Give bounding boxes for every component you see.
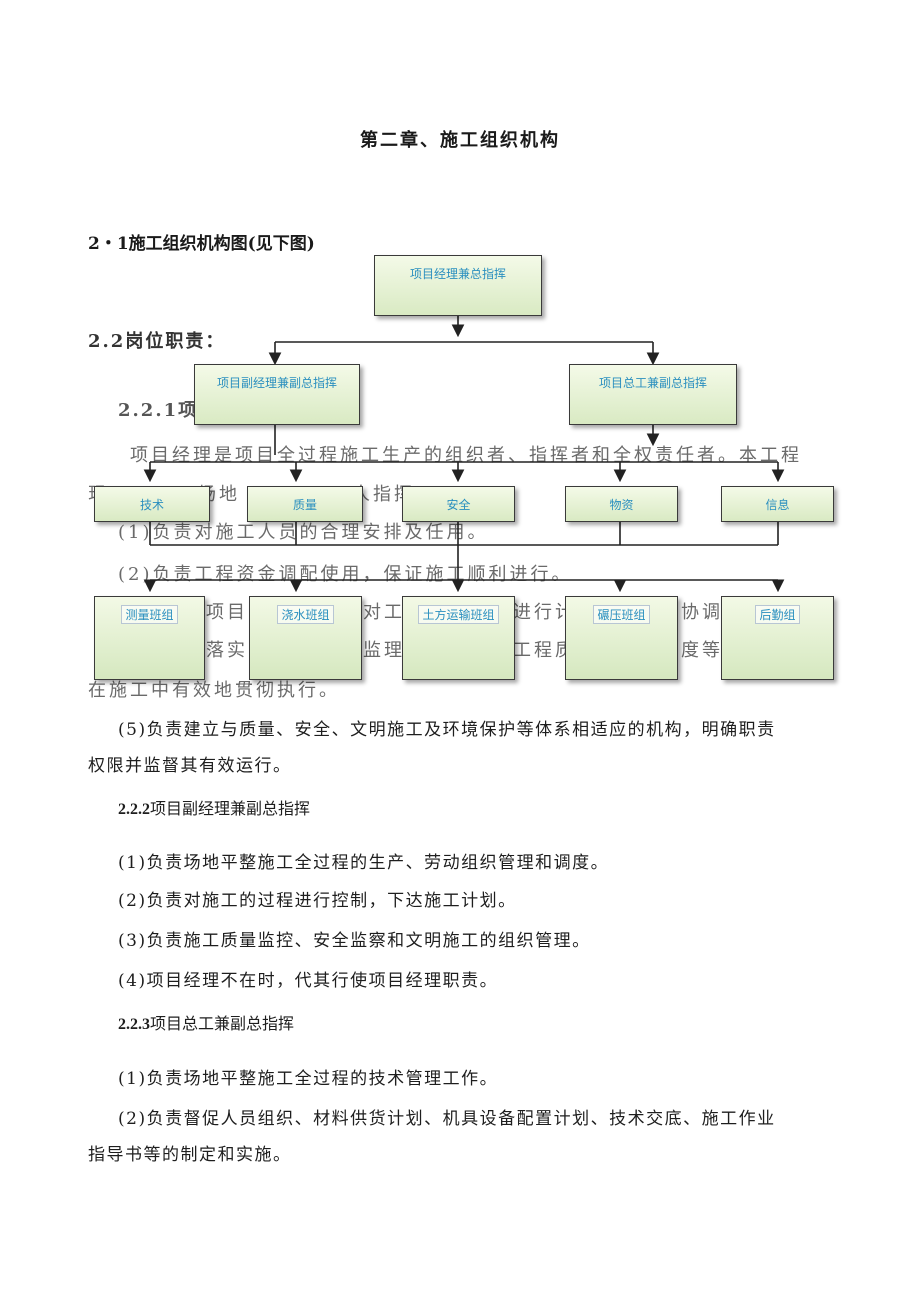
- section-222-heading: 2.2.2项目副经理兼副总指挥: [118, 795, 310, 819]
- org-box-label: 测量班组: [121, 605, 178, 624]
- section-223-title: 项目总工兼副总指挥: [150, 1014, 295, 1033]
- org-box-chief-engineer: 项目总工兼副总指挥: [569, 364, 737, 425]
- org-box-label: 项目副经理兼副总指挥: [216, 376, 337, 390]
- org-box-team-compaction: 碾压班组: [565, 596, 678, 680]
- org-box-label: 物资: [609, 498, 634, 512]
- item-221-4-d: 度等: [681, 640, 723, 661]
- item-223-2-line1: (2)负责督促人员组织、材料供货计划、机具设备配置计划、技术交底、施工作业: [118, 1109, 776, 1129]
- org-box-dept-materials: 物资: [565, 486, 678, 522]
- org-box-team-surveying: 测量班组: [94, 596, 205, 680]
- org-box-deputy-manager: 项目副经理兼副总指挥: [194, 364, 360, 425]
- item-223-2-line2: 指导书等的制定和实施。: [88, 1145, 292, 1165]
- chapter-title: 第二章、施工组织机构: [360, 130, 560, 151]
- org-box-label: 项目经理兼总指挥: [409, 267, 506, 281]
- org-box-label: 质量: [292, 498, 317, 512]
- org-box-label: 安全: [446, 498, 471, 512]
- org-box-label: 土方运输班组: [418, 605, 499, 624]
- org-box-label: 信息: [765, 498, 790, 512]
- item-221-3-a: 项目: [206, 602, 248, 623]
- org-box-dept-information: 信息: [721, 486, 834, 522]
- para-221-line2-c: 人指挥: [352, 484, 415, 505]
- para-221-line1: 项目经理是项目全过程施工生产的组织者、指挥者和全权责任者。本工程: [130, 445, 802, 466]
- section-duties-heading: 2.2岗位职责：: [88, 331, 226, 352]
- org-box-team-watering: 浇水班组: [249, 596, 362, 680]
- item-221-4-a: 落实: [206, 640, 248, 661]
- item-222-2: (2)负责对施工的过程进行控制，下达施工计划。: [118, 891, 517, 911]
- section-221-heading: 2.2.1项: [118, 400, 199, 421]
- org-box-dept-safety: 安全: [402, 486, 515, 522]
- item-222-1: (1)负责场地平整施工全过程的生产、劳动组织管理和调度。: [118, 853, 610, 873]
- org-box-dept-quality: 质量: [247, 486, 363, 522]
- section-223-number: 2.2.3: [118, 1016, 150, 1033]
- org-box-label: 碾压班组: [593, 605, 650, 624]
- org-box-team-logistics: 后勤组: [721, 596, 834, 680]
- section-org-chart-heading: 2・1施工组织机构图(见下图): [88, 234, 315, 254]
- item-221-3-c: 进行计: [513, 602, 576, 623]
- org-box-team-earth-transport: 土方运输班组: [402, 596, 515, 680]
- org-box-label: 项目总工兼副总指挥: [598, 376, 707, 390]
- org-box-label: 后勤组: [755, 605, 800, 624]
- section-222-number: 2.2.2: [118, 801, 150, 818]
- org-box-dept-technical: 技术: [94, 486, 210, 522]
- item-221-3-b: 对工: [363, 602, 405, 623]
- item-221-4-b: 监理: [363, 640, 405, 661]
- org-box-label: 技术: [139, 498, 164, 512]
- org-box-label: 浇水班组: [277, 605, 334, 624]
- item-221-5-line1: (5)负责建立与质量、安全、文明施工及环境保护等体系相适应的机构，明确职责: [118, 720, 776, 740]
- item-221-4-c: 工程质: [513, 640, 576, 661]
- section-223-heading: 2.2.3项目总工兼副总指挥: [118, 1010, 294, 1034]
- org-box-project-manager: 项目经理兼总指挥: [374, 255, 542, 316]
- item-222-3: (3)负责施工质量监控、安全监察和文明施工的组织管理。: [118, 931, 591, 951]
- item-221-4-end: 在施工中有效地贯彻执行。: [88, 680, 340, 701]
- item-221-3-d: 协调: [681, 602, 723, 623]
- section-222-title: 项目副经理兼副总指挥: [150, 799, 311, 818]
- item-221-1: (1)负责对施工人员的合理安排及任用。: [118, 522, 489, 543]
- item-223-1: (1)负责场地平整施工全过程的技术管理工作。: [118, 1069, 499, 1089]
- item-221-5-line2: 权限并监督其有效运行。: [88, 756, 292, 776]
- item-222-4: (4)项目经理不在时，代其行使项目经理职责。: [118, 971, 499, 991]
